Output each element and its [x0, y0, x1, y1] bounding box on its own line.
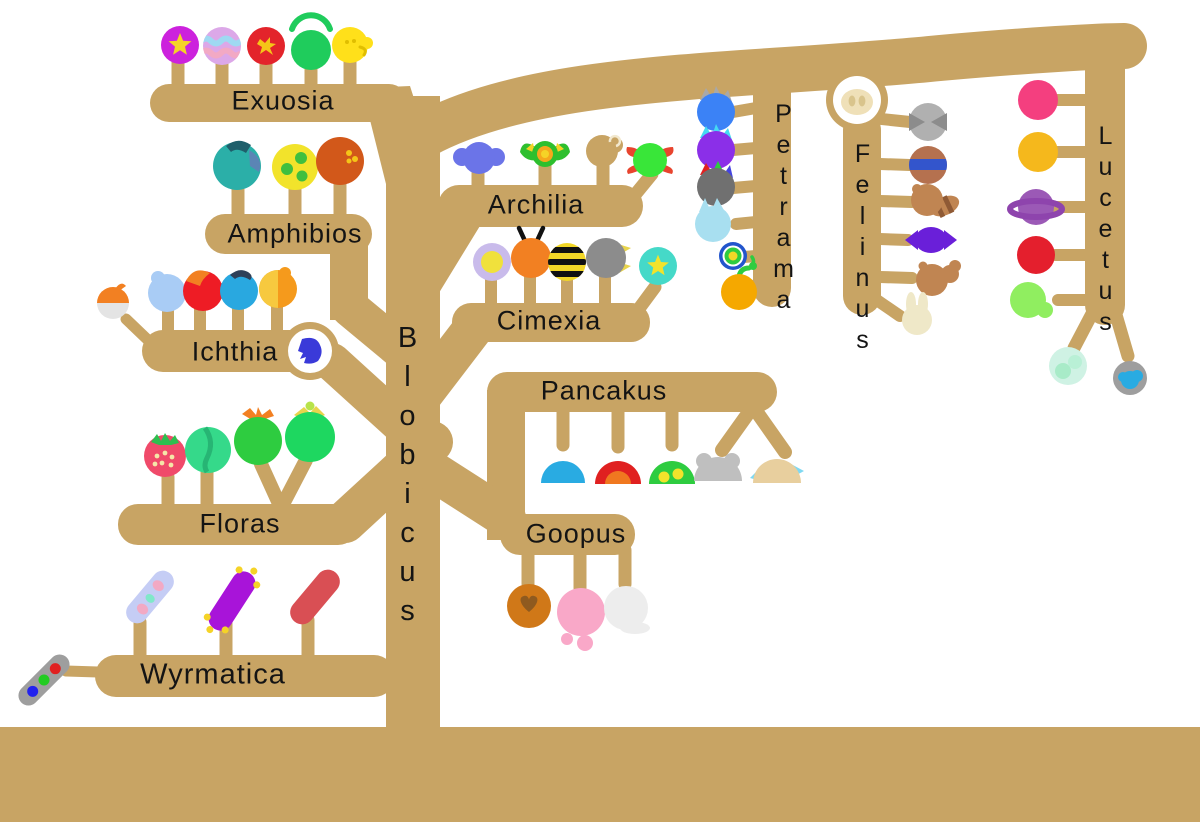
floras-creature-flower-fruit [285, 401, 335, 462]
label-archilia: Archilia [487, 189, 585, 220]
tree-skeleton [0, 23, 1200, 822]
petrama-creature-cyan-crowned [697, 124, 735, 169]
pancakus-creature-red-pancake [595, 461, 641, 484]
cimexia-creature-glow-bug [473, 243, 511, 281]
ichthia-creature-blue-fish [220, 270, 258, 310]
pancakus-creature-green-pancake [649, 461, 695, 484]
ichthia-branch [120, 291, 437, 459]
lucetus-branch [1049, 35, 1135, 363]
ichthia-creature-red-fish [183, 270, 223, 311]
felinus-creature-silver-blob [909, 103, 947, 141]
wyrmatica-creature-violet-worm [203, 566, 261, 634]
amphibios-creature-finned-blob [213, 140, 261, 190]
lucetus-creature-mint-orb [1049, 347, 1087, 385]
label-blobicus-root: Blobicus [391, 322, 424, 634]
wyrmatica-branch [60, 613, 395, 697]
amphibios-branch [205, 173, 434, 381]
ichthia-creature-pale-blue-fish [148, 271, 186, 312]
goopus-branch [500, 514, 635, 595]
ichthia-creature-circled-fish [298, 337, 322, 364]
archilia-creature-moth-blob [520, 141, 570, 167]
felinus-creature-banded-blob [909, 146, 947, 184]
cimexia-branch [400, 268, 662, 418]
ichthia-creature-gold-fish [259, 267, 297, 308]
archilia-creature-bat-blob [453, 142, 505, 174]
felinus-creature-snout-blob [841, 89, 873, 115]
petrama-creature-gray-crowned [697, 86, 735, 131]
label-lucetus: Lucetus [1091, 122, 1120, 339]
felinus-creature-striped-tail-cat [911, 184, 960, 218]
lucetus-creature-ringed-orb [1007, 189, 1065, 225]
label-ichthia: Ichthia [191, 336, 279, 367]
exuosia-creature-rune-blob [247, 27, 285, 65]
goopus-creature-heart-goo [507, 584, 551, 628]
label-pancakus: Pancakus [540, 375, 668, 406]
pancakus-creature-eared-pancake [694, 453, 742, 481]
felinus-creature-squirrel-blob [916, 260, 961, 296]
petrama-branch [727, 51, 791, 307]
goopus-creature-white-goo [604, 586, 650, 634]
floras-creature-melon [185, 426, 231, 474]
floras-creature-sprout-fruit [234, 407, 282, 465]
lucetus-creature-gold-orb [1018, 132, 1058, 172]
pancakus-creature-blue-pancake [541, 461, 585, 483]
upper-right-branch [401, 23, 1147, 158]
label-cimexia: Cimexia [496, 305, 602, 336]
ground [0, 727, 1200, 822]
petrama-creature-pumpkin-rock [721, 255, 757, 310]
pancakus-branch [408, 372, 792, 540]
floras-creature-strawberry [144, 433, 186, 477]
label-petrama: Petrama [769, 100, 798, 317]
exuosia-branch [150, 53, 408, 122]
label-wyrmatica: Wyrmatica [140, 658, 286, 691]
label-floras: Floras [199, 508, 281, 539]
exuosia-creature-striped-blob [203, 27, 241, 65]
petrama-creature-geode-rock [719, 242, 747, 270]
felinus-creature-candy-blob [905, 227, 957, 253]
petrama-creature-rgb-crowned [697, 161, 735, 206]
amphibios-creature-spotted-blob [272, 144, 318, 190]
label-exuosia: Exuosia [231, 85, 335, 116]
wyrmatica-creature-signal-worm [18, 654, 70, 706]
exuosia-creature-star-blob [161, 26, 199, 64]
cimexia-creature-claw-bug [586, 238, 631, 278]
goopus-creature-pink-goo [557, 588, 605, 651]
archilia-branch [389, 151, 659, 321]
cimexia-creature-star-bug [639, 247, 677, 285]
archilia-creature-snail-blob [586, 134, 623, 167]
amphibios-creature-dotted-blob [316, 137, 364, 185]
cimexia-creature-antenna-bug [511, 225, 551, 278]
pancakus-creature-horned-pancake [750, 459, 804, 483]
wyrmatica-creature-red-worm [290, 569, 340, 625]
label-felinus: Felinus [848, 140, 877, 357]
lucetus-creature-green-orb [1010, 282, 1053, 318]
lucetus-creature-pink-orb [1018, 80, 1058, 120]
petrama-creature-tulip-rock [695, 198, 731, 242]
wyrmatica-creature-pastel-worm [126, 570, 174, 624]
archilia-creature-crab-blob [626, 143, 674, 177]
lucetus-creature-cloud-orb [1113, 361, 1147, 395]
label-amphibios: Amphibios [227, 218, 363, 249]
lucetus-creature-red-orb [1017, 236, 1055, 274]
exuosia-creature-halo-blob [289, 12, 333, 70]
exuosia-creature-chick-blob [332, 27, 373, 63]
cimexia-creature-bee-bug [548, 243, 586, 281]
label-goopus: Goopus [525, 518, 627, 549]
ichthia-creature-capped-blob [97, 283, 129, 319]
felinus-creature-bunny-blob [902, 292, 932, 335]
